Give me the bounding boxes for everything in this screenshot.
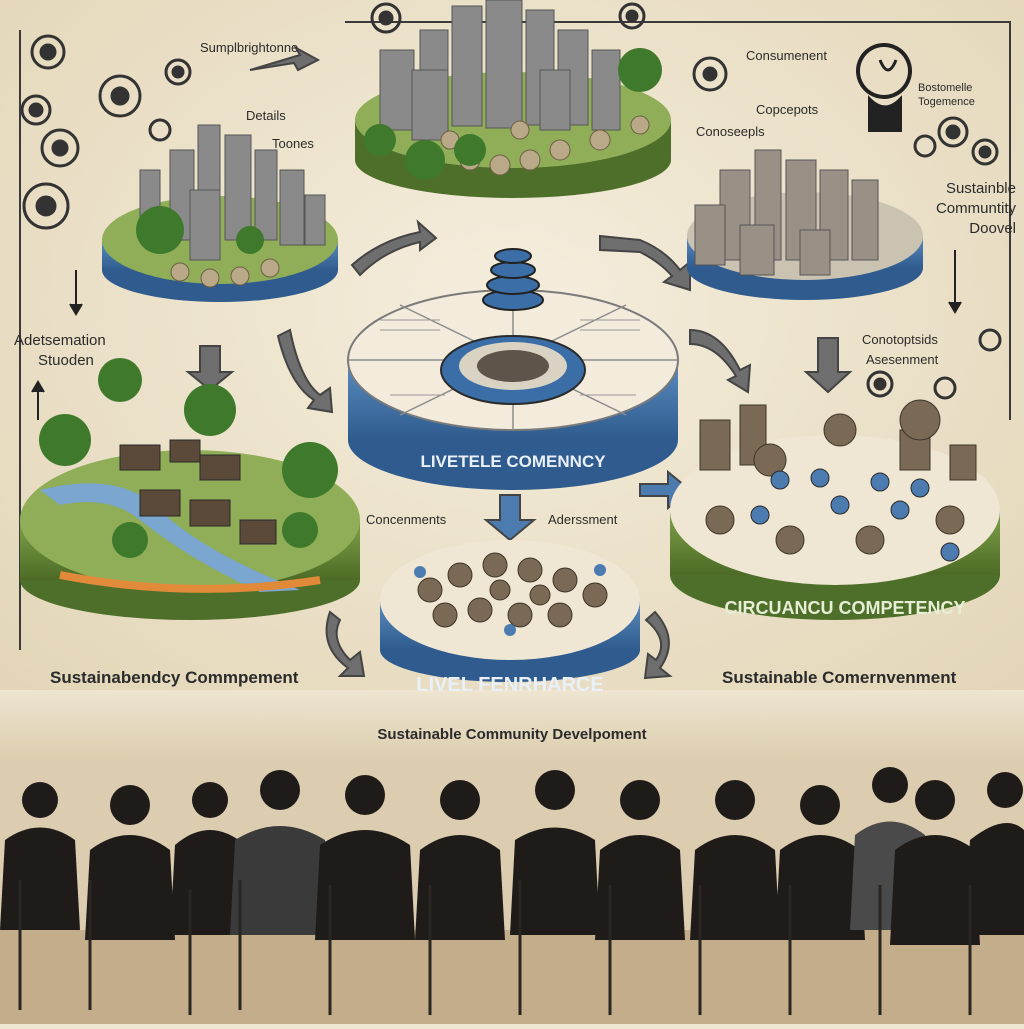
platform-bottom-center [380,540,640,682]
center-hub [347,248,679,490]
gear-cluster-right-icon [866,116,1002,400]
chair-frames [18,880,972,1015]
flow-arrows [185,45,853,680]
right-title-3: Doovel [969,220,1016,237]
details-label: Details [246,108,286,123]
top-left-label: Sumplbrightonne [200,40,299,55]
adersment-label: Aderssment [548,512,618,527]
platform-top-right [687,149,923,300]
bottom-band-label: LIVEL FENRHARCE [416,674,604,696]
right-title-2: Communtity [935,200,1016,217]
right-title-1: Sustainble [945,180,1016,197]
right-caption: Sustainable Comernvenment [722,668,957,687]
top-right-component-label: Consumenent [746,48,827,63]
gear-cluster-top-left-icon [20,34,192,230]
copcepots-label: Copcepots [756,102,819,117]
audience-silhouettes [0,760,1024,1024]
platform-top-center [355,0,671,198]
left-caption: Sustainabendcy Commpement [50,668,299,687]
lightbulb-icon [856,43,912,132]
concenments-label: Concenments [366,512,447,527]
right-small-label-1: Bostomelle [918,82,973,94]
right-small-label-2: Togemence [918,96,975,108]
center-band-label: LIVETELE COMENNCY [420,452,606,471]
guide-arrows [31,250,962,420]
parchment-fade [0,690,1024,770]
platform-right-machinery [670,399,1000,620]
right-assess-2: Asesenment [866,352,939,367]
gear-cluster-top-center-icon [370,2,728,92]
platform-top-left [102,124,338,302]
platform-left-village [20,358,360,620]
conosepnls-label: Conoseepls [696,124,765,139]
toones-label: Toones [272,136,314,151]
right-assess-1: Conotoptsids [862,332,938,347]
left-assess-2: Stuoden [38,352,94,369]
footer-caption: Sustainable Community Develpoment [377,726,647,743]
right-band-label: CIRCUANCU COMPETENCY [724,598,966,618]
left-assess-1: Adetsemation [14,332,106,349]
